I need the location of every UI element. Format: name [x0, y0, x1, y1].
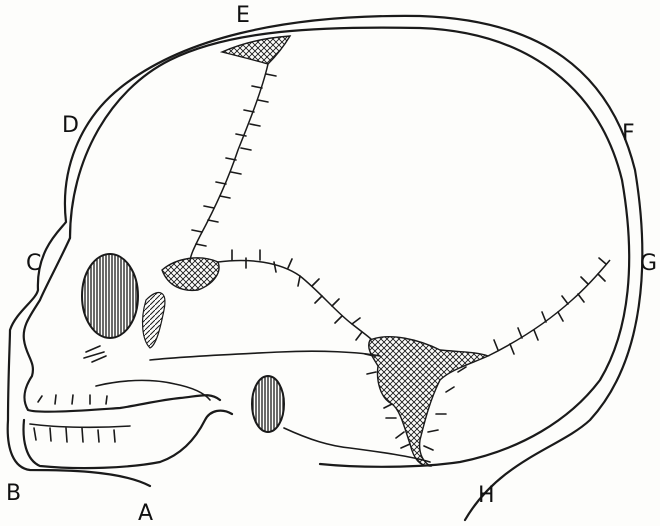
label-f: F [622, 121, 635, 146]
label-c: C [26, 251, 41, 276]
coronal-suture-teeth [192, 74, 276, 246]
label-e: E [236, 3, 250, 28]
lower-teeth [34, 428, 115, 442]
lower-gum-line [30, 424, 130, 427]
label-h: H [478, 483, 495, 508]
label-g: G [640, 251, 657, 276]
label-a: A [138, 501, 153, 526]
cheek-marks [84, 346, 106, 362]
lambdoid-suture-teeth [494, 258, 606, 354]
sphenoid-region [143, 293, 165, 348]
squamosal-suture [218, 261, 372, 340]
sphenoidal-fontanelle [162, 258, 219, 291]
mandible-outline [24, 411, 232, 468]
squamosal-suture-teeth [232, 250, 362, 340]
lambdoid-suture [488, 260, 610, 356]
zygomatic-arch [150, 351, 380, 360]
label-b: B [6, 481, 21, 506]
label-d: D [62, 113, 79, 138]
upper-teeth [38, 395, 107, 404]
ear-opening [252, 376, 284, 432]
orbit [82, 254, 138, 338]
mastoid-fontanelle [369, 337, 488, 466]
